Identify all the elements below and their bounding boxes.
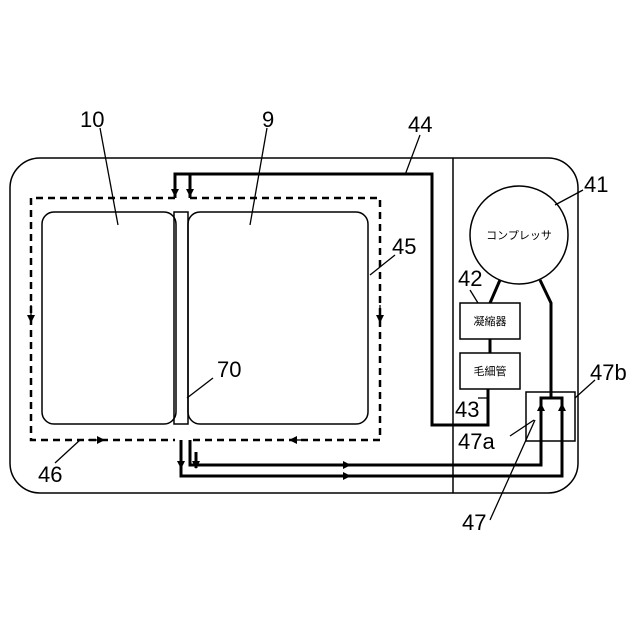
ref-41: 41 [584,172,608,197]
ref-44: 44 [408,112,432,137]
ref-47: 47 [462,510,486,535]
compartment-10 [42,212,176,424]
evaporator-pipe-46 [31,198,175,440]
evaporator-pipe-45 [190,198,380,440]
leader-70 [187,378,213,398]
capillary-label: 毛細管 [474,364,507,378]
leader-42 [470,290,478,303]
ref-43: 43 [455,397,479,422]
ref-46: 46 [38,462,62,487]
leader-46 [55,440,80,463]
compartment-9 [188,212,368,424]
ref-10: 10 [80,107,104,132]
leader-47a [510,420,534,436]
leader-9 [250,128,267,225]
ref-47b: 47b [590,360,627,385]
ref-47a: 47a [458,429,495,454]
pipe-compressor-return [540,280,551,398]
leader-41 [555,190,583,205]
pipe-compressor-condenser [490,280,500,303]
ref-9: 9 [262,107,274,132]
valve-internal [541,398,562,404]
ref-70: 70 [217,357,241,382]
leader-10 [100,128,118,225]
ref-45: 45 [392,234,416,259]
ref-42: 42 [458,266,482,291]
leader-44 [405,135,420,175]
condenser-label: 凝縮器 [474,314,507,328]
compressor-label: コンプレッサ [486,229,552,242]
